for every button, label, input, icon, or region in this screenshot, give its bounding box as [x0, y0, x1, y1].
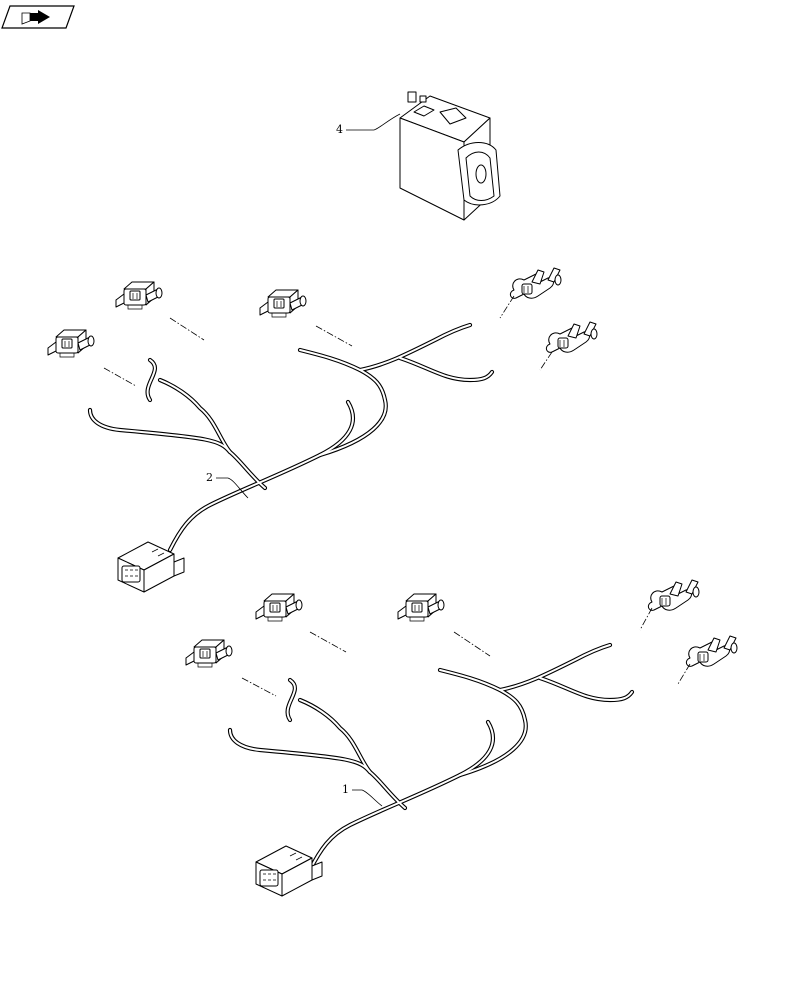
- pin-connector: [47, 329, 95, 358]
- callout-item-4: 4: [336, 123, 343, 136]
- wiring-harness-item-1: [185, 579, 738, 897]
- callout-item-2: 2: [206, 471, 213, 484]
- socket-connector: [545, 321, 598, 353]
- pin-connector: [397, 593, 445, 622]
- callout-item-1: 1: [342, 783, 349, 796]
- main-connector: [117, 541, 185, 593]
- pin-connector: [115, 281, 163, 310]
- pin-connector: [259, 289, 307, 318]
- socket-connector: [509, 267, 562, 299]
- main-connector: [255, 845, 323, 897]
- rocker-switch-item-4: [346, 91, 501, 221]
- pin-connector: [185, 639, 233, 668]
- page-navigation-arrow-icon[interactable]: [1, 5, 75, 29]
- socket-connector: [685, 635, 738, 667]
- pin-connector: [255, 593, 303, 622]
- socket-connector: [647, 579, 700, 611]
- wiring-harness-item-2: [47, 267, 598, 593]
